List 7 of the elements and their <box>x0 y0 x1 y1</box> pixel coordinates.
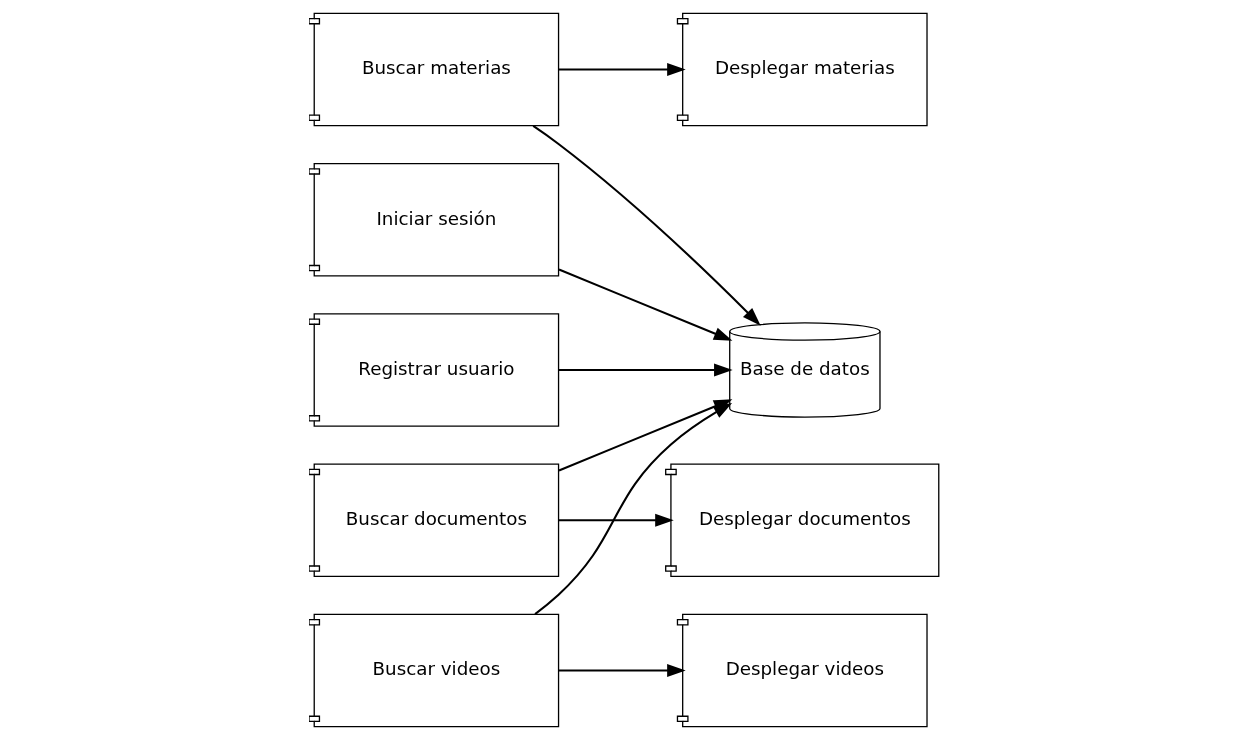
arrow <box>559 513 674 527</box>
arrow <box>532 125 761 326</box>
arrow <box>559 363 733 377</box>
arrow <box>558 268 733 341</box>
arrow <box>559 664 686 677</box>
arrow <box>534 402 733 615</box>
arrow <box>559 63 686 76</box>
